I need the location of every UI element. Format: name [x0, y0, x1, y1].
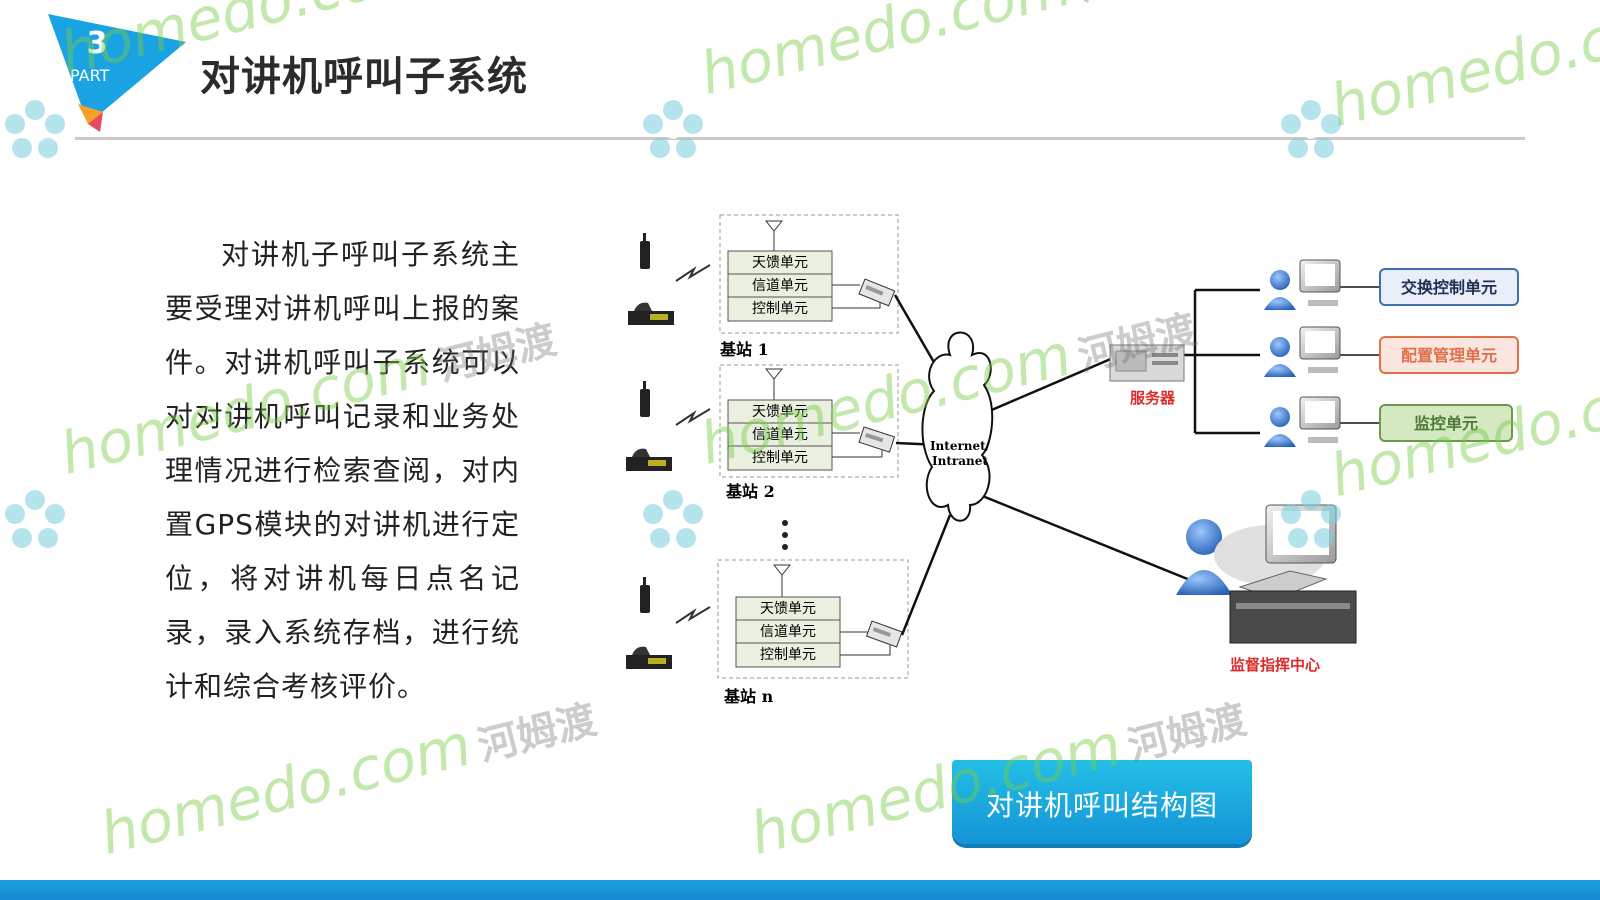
part-label: PART — [70, 66, 110, 85]
walkie-talkie-icon — [640, 577, 650, 613]
stationn-unit-antenna: 天馈单元 — [760, 601, 816, 617]
radio-signal-icon — [675, 264, 711, 282]
walkie-talkie-icon — [640, 381, 650, 417]
module-monitoring: 监控单元 — [1379, 404, 1513, 442]
watermark-flower-icon — [5, 490, 65, 548]
vehicle-radio-icon — [628, 302, 674, 325]
command-center-label: 监督指挥中心 — [1230, 656, 1320, 674]
router-icon — [858, 278, 896, 307]
stationn-label: 基站 n — [723, 687, 774, 706]
walkie-talkie-icon — [640, 233, 650, 269]
stationn-unit-channel: 信道单元 — [760, 624, 816, 640]
footer-band — [0, 880, 1600, 900]
station2-unit-antenna: 天馈单元 — [752, 404, 808, 420]
vehicle-radio-icon — [626, 646, 672, 669]
more-stations-ellipsis — [782, 520, 788, 550]
internet-cloud-icon — [921, 331, 994, 522]
server-label: 服务器 — [1130, 389, 1176, 407]
command-center-icon — [1176, 504, 1357, 644]
watermark-flower-icon — [1281, 100, 1341, 158]
station1-unit-control: 控制单元 — [752, 301, 808, 317]
base-station-1: 天馈单元 信道单元 控制单元 基站 1 — [719, 214, 899, 359]
description-paragraph: 对讲机子呼叫子系统主要受理对讲机呼叫上报的案件。对讲机呼叫子系统可以对对讲机呼叫… — [165, 238, 520, 703]
cloud-label-internet: Internet/ — [930, 439, 991, 453]
diagram-caption-button[interactable] — [952, 760, 1252, 844]
svg-text:交换控制单元: 交换控制单元 — [1401, 278, 1497, 297]
workstation-icon — [1264, 396, 1341, 447]
base-station-n: 天馈单元 信道单元 控制单元 基站 n — [717, 559, 909, 706]
stationn-unit-control: 控制单元 — [760, 647, 816, 663]
part-number: 3 — [86, 26, 108, 61]
module-exchange-control: 交换控制单元 — [1379, 268, 1519, 306]
radio-signal-icon — [675, 606, 711, 624]
vehicle-radio-icon — [626, 448, 672, 471]
router-icon — [858, 426, 896, 453]
watermark: homedo.com河姆渡 — [693, 0, 1201, 108]
diagram-caption-label: 对讲机呼叫结构图 — [985, 789, 1218, 822]
station2-unit-channel: 信道单元 — [752, 427, 808, 443]
part-badge — [48, 14, 186, 132]
watermark: homedo.com — [1323, 0, 1600, 140]
base-station-2: 天馈单元 信道单元 控制单元 基站 2 — [719, 364, 899, 501]
watermark-flower-icon — [643, 100, 703, 158]
station1-unit-channel: 信道单元 — [752, 278, 808, 294]
server-icon — [1109, 344, 1185, 382]
cloud-label-intranet: Intranet — [932, 454, 988, 468]
workstation-icon — [1264, 259, 1341, 310]
router-icon — [865, 620, 903, 648]
station2-label: 基站 2 — [725, 482, 775, 501]
svg-text:配置管理单元: 配置管理单元 — [1401, 346, 1497, 365]
svg-text:监控单元: 监控单元 — [1414, 414, 1478, 433]
title-divider — [75, 137, 1525, 140]
radio-signal-icon — [675, 408, 711, 426]
module-config-management: 配置管理单元 — [1379, 336, 1519, 374]
station1-label: 基站 1 — [719, 340, 769, 359]
station1-unit-antenna: 天馈单元 — [752, 255, 808, 271]
station2-unit-control: 控制单元 — [752, 450, 808, 466]
workstation-icon — [1264, 326, 1341, 377]
page-title: 对讲机呼叫子系统 — [200, 54, 528, 100]
network-structure-diagram: 天馈单元 信道单元 控制单元 基站 1 天馈单元 信道单元 控制单元 基站 2 — [626, 214, 1519, 706]
